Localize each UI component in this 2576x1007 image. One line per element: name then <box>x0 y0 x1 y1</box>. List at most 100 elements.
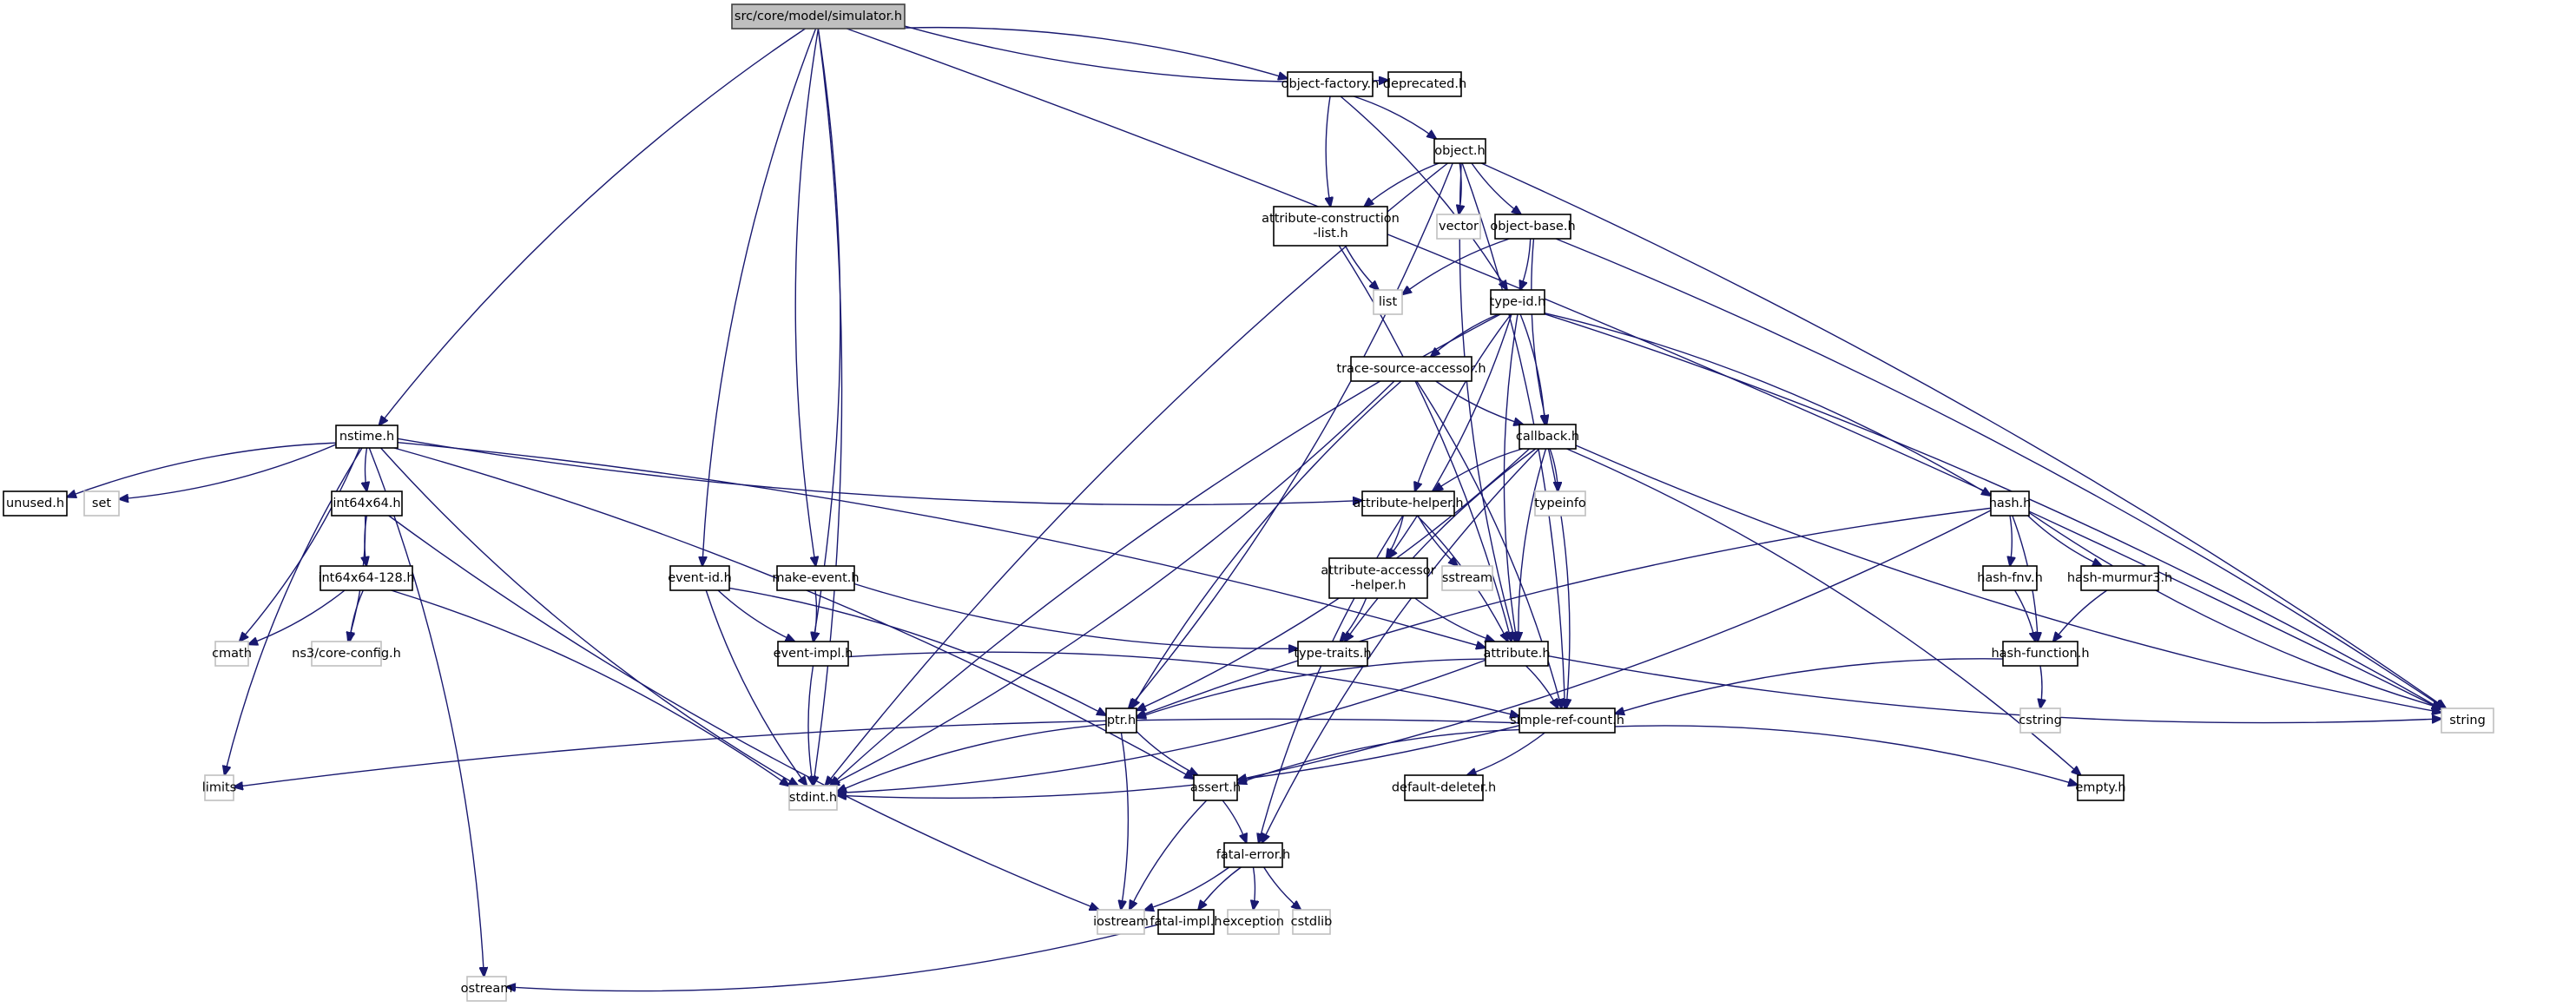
node-fatal-impl[interactable]: fatal-impl.h <box>1150 909 1222 935</box>
edge-type-id-to-attribute <box>1503 313 1518 642</box>
node-attribute-helper[interactable]: attribute-helper.h <box>1353 490 1464 517</box>
edge-event-impl-to-stdint <box>808 665 814 786</box>
edge-object-base-to-string <box>1555 238 2445 708</box>
node-assert[interactable]: assert.h <box>1190 774 1241 801</box>
node-box <box>331 490 403 517</box>
node-label: iostream <box>1093 915 1149 929</box>
node-limits[interactable]: limits <box>202 774 236 801</box>
edge-attribute-to-stdint <box>837 659 1486 793</box>
node-label: event-id.h <box>668 571 732 585</box>
node-object-factory[interactable]: object-factory.h <box>1281 71 1380 97</box>
edge-callback-to-typeinfo <box>1549 448 1558 491</box>
edge-fatal-impl-to-ostream <box>506 924 1159 991</box>
node-box <box>1297 641 1368 667</box>
node-sstream[interactable]: sstream <box>1441 565 1493 591</box>
node-box <box>1361 490 1455 517</box>
edge-trace-source-accessor-to-callback <box>1435 380 1524 425</box>
edge-hash-to-assert <box>1237 510 1992 780</box>
node-cstring[interactable]: cstring <box>2019 708 2062 734</box>
node-trace-source-accessor[interactable]: trace-source-accessor.h <box>1336 356 1486 382</box>
node-typeinfo[interactable]: typeinfo <box>1534 490 1586 517</box>
node-label: -list.h <box>1313 227 1347 240</box>
edge-event-id-to-event-impl <box>717 589 795 642</box>
node-event-impl[interactable]: event-impl.h <box>774 641 853 667</box>
node-type-id[interactable]: type-id.h <box>1490 289 1546 315</box>
edge-simulator-to-nstime <box>379 28 806 425</box>
edge-simulator-to-event-impl <box>814 28 841 642</box>
edge-make-event-to-type-traits <box>853 582 1298 649</box>
node-event-id[interactable]: event-id.h <box>668 565 732 591</box>
node-default-deleter[interactable]: default-deleter.h <box>1392 774 1496 801</box>
node-label: type-id.h <box>1490 295 1546 309</box>
edge-hash-to-hash-fnv <box>2010 515 2012 566</box>
node-ptr[interactable]: ptr.h <box>1105 708 1137 734</box>
node-object-base[interactable]: object-base.h <box>1490 214 1576 240</box>
edge-type-id-to-attr-accessor-helper <box>1388 313 1512 558</box>
node-hash-murmur3[interactable]: hash-murmur3.h <box>2067 565 2172 591</box>
node-iostream[interactable]: iostream <box>1093 909 1149 935</box>
edge-assert-to-iostream <box>1130 800 1208 910</box>
node-label: deprecated.h <box>1383 77 1466 91</box>
node-label: object-base.h <box>1490 220 1575 234</box>
node-label: fatal-impl.h <box>1150 915 1222 929</box>
node-unused[interactable]: unused.h <box>3 490 68 517</box>
node-int64x64[interactable]: int64x64.h <box>331 490 403 517</box>
node-box <box>214 641 249 667</box>
node-hash[interactable]: hash.h <box>1989 490 2032 517</box>
node-box <box>1494 214 1571 240</box>
node-hash-fnv[interactable]: hash-fnv.h <box>1977 565 2043 591</box>
edge-type-id-to-callback <box>1519 313 1545 425</box>
node-label: nstime.h <box>339 430 394 444</box>
edge-attribute-helper-to-sstream <box>1417 515 1458 566</box>
edge-make-event-to-event-impl <box>814 589 816 642</box>
node-stdint[interactable]: stdint.h <box>788 785 838 811</box>
edge-simple-ref-count-to-empty <box>1614 725 2078 785</box>
node-ostream[interactable]: ostream <box>461 976 513 1002</box>
node-label: hash-function.h <box>1991 647 2089 661</box>
node-attr-accessor-helper[interactable]: attribute-accessor-helper.h <box>1321 557 1436 599</box>
edge-object-to-object-base <box>1471 162 1521 214</box>
edge-nstime-to-int64x64 <box>366 447 367 491</box>
node-label: -helper.h <box>1351 579 1407 593</box>
node-box <box>320 565 413 591</box>
node-box <box>1441 565 1493 591</box>
edge-fatal-error-to-cstdlib <box>1263 866 1301 910</box>
node-layer: src/core/model/simulator.h object-factory… <box>3 3 2494 1002</box>
node-box <box>1273 206 1388 247</box>
node-string[interactable]: string <box>2441 708 2494 734</box>
node-make-event[interactable]: make-event.h <box>772 565 860 591</box>
node-deprecated[interactable]: deprecated.h <box>1383 71 1466 97</box>
edge-event-impl-to-simple-ref-count <box>847 651 1519 716</box>
edge-hash-function-to-simple-ref-count <box>1615 658 2004 714</box>
node-fatal-error[interactable]: fatal-error.h <box>1216 842 1290 868</box>
node-int64x64-128[interactable]: int64x64-128.h <box>318 565 415 591</box>
edge-nstime-to-ostream <box>368 447 484 977</box>
node-set[interactable]: set <box>83 490 120 517</box>
node-label: sstream <box>1442 571 1492 585</box>
node-callback[interactable]: callback.h <box>1516 424 1579 450</box>
node-label: typeinfo <box>1534 497 1586 510</box>
edge-trace-source-accessor-to-stdint <box>830 380 1395 786</box>
node-label: trace-source-accessor.h <box>1336 362 1486 376</box>
node-type-traits[interactable]: type-traits.h <box>1294 641 1372 667</box>
node-simple-ref-count[interactable]: simple-ref-count.h <box>1510 708 1624 734</box>
node-nstime[interactable]: nstime.h <box>335 425 399 449</box>
node-core-config[interactable]: ns3/core-config.h <box>292 641 401 667</box>
node-cstdlib[interactable]: cstdlib <box>1291 909 1333 935</box>
node-vector[interactable]: vector <box>1436 214 1481 240</box>
node-attribute[interactable]: attribute.h <box>1483 641 1551 667</box>
edge-simple-ref-count-to-limits <box>234 718 1520 787</box>
node-cmath[interactable]: cmath <box>212 641 252 667</box>
node-box <box>788 785 838 811</box>
node-object[interactable]: object.h <box>1433 138 1486 164</box>
edge-object-factory-to-object <box>1353 95 1436 139</box>
edge-nstime-to-assert <box>393 447 1194 779</box>
node-exception[interactable]: exception <box>1222 909 1284 935</box>
node-attr-construction-list[interactable]: attribute-construction-list.h <box>1262 206 1400 247</box>
node-empty[interactable]: empty.h <box>2075 774 2126 801</box>
node-list[interactable]: list <box>1373 289 1403 315</box>
node-hash-function[interactable]: hash-function.h <box>1991 641 2090 667</box>
edge-callback-to-simple-ref-count <box>1547 448 1569 708</box>
node-simulator[interactable]: src/core/model/simulator.h <box>731 3 906 30</box>
edge-nstime-to-unused <box>67 442 337 497</box>
